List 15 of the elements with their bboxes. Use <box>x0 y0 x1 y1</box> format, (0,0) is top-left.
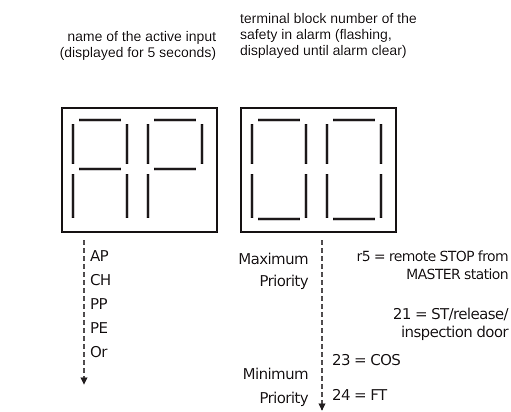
priority-label: Maximum Priority <box>237 249 308 292</box>
seven-segment-display <box>240 107 397 233</box>
code-description: r5 = remote STOP from MASTER station <box>356 248 508 284</box>
node-label: terminal block number of the safety in alarm (flashing, displayed until alarm clear) <box>240 10 418 58</box>
list-item: CH <box>90 271 112 289</box>
priority-label: Minimum Priority <box>242 364 308 409</box>
list-item: PE <box>90 319 108 337</box>
seven-segment-display <box>61 107 218 233</box>
code-description: 23 = COS <box>332 351 402 369</box>
code-description: 24 = FT <box>332 386 388 404</box>
list-item: AP <box>90 247 110 265</box>
node-label: name of the active input (displayed for 5 seconds) <box>58 28 216 60</box>
list-item: PP <box>90 295 108 313</box>
list-item: Or <box>90 343 108 361</box>
code-description: 21 = ST/release/ inspection door <box>392 305 508 341</box>
